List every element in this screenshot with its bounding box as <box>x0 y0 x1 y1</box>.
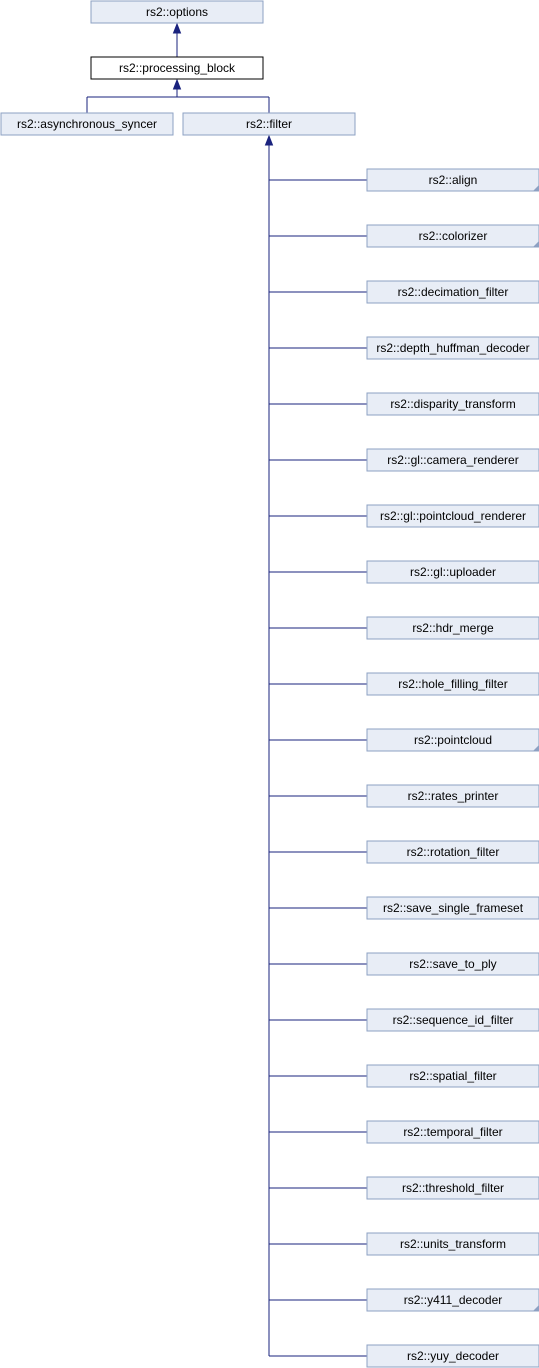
filter-child-node[interactable]: rs2::sequence_id_filter <box>366 1008 539 1032</box>
node-label: rs2::decimation_filter <box>398 285 509 299</box>
node-label: rs2::hdr_merge <box>412 621 494 635</box>
node-label: rs2::asynchronous_syncer <box>17 117 157 131</box>
node-label: rs2::align <box>429 173 478 187</box>
node-label: rs2::disparity_transform <box>390 397 515 411</box>
node-label: rs2::options <box>146 5 208 19</box>
node-label: rs2::pointcloud <box>414 733 492 747</box>
node-label: rs2::gl::uploader <box>410 565 496 579</box>
filter-child-node[interactable]: rs2::decimation_filter <box>366 280 539 304</box>
node-box <box>366 1344 539 1368</box>
node-label: rs2::rotation_filter <box>407 845 500 859</box>
node-label: rs2::sequence_id_filter <box>393 1013 514 1027</box>
node-box <box>366 224 539 248</box>
filter-child-node[interactable]: rs2::disparity_transform <box>366 392 539 416</box>
node-box <box>366 336 539 360</box>
node-box <box>366 1008 539 1032</box>
filter-child-node[interactable]: rs2::gl::uploader <box>366 560 539 584</box>
node-box <box>366 168 539 192</box>
inheritance-edges <box>86 22 367 1357</box>
filter-child-node[interactable]: rs2::threshold_filter <box>366 1176 539 1200</box>
node-rs2-processing-block: rs2::processing_block <box>90 56 264 80</box>
node-label: rs2::y411_decoder <box>404 1293 503 1307</box>
filter-child-node[interactable]: rs2::yuy_decoder <box>366 1344 539 1368</box>
filter-child-node[interactable]: rs2::gl::camera_renderer <box>366 448 539 472</box>
filter-child-node[interactable]: rs2::align <box>366 168 539 192</box>
node-box <box>366 448 539 472</box>
node-box <box>366 672 539 696</box>
arrowhead-options <box>172 22 182 34</box>
node-label: rs2::temporal_filter <box>403 1125 502 1139</box>
node-box <box>366 1120 539 1144</box>
node-box <box>366 280 539 304</box>
node-label: rs2::colorizer <box>419 229 488 243</box>
filter-child-node[interactable]: rs2::hole_filling_filter <box>366 672 539 696</box>
node-box <box>366 1288 539 1312</box>
filter-child-node[interactable]: rs2::temporal_filter <box>366 1120 539 1144</box>
filter-child-node[interactable]: rs2::depth_huffman_decoder <box>366 336 539 360</box>
node-label: rs2::units_transform <box>400 1237 506 1251</box>
node-box <box>366 560 539 584</box>
filter-child-node[interactable]: rs2::rotation_filter <box>366 840 539 864</box>
filter-child-node[interactable]: rs2::rates_printer <box>366 784 539 808</box>
node-label: rs2::spatial_filter <box>409 1069 496 1083</box>
arrowhead-processing-block <box>172 78 182 90</box>
filter-child-node[interactable]: rs2::colorizer <box>366 224 539 248</box>
arrowhead-filter <box>264 134 274 146</box>
filter-child-node[interactable]: rs2::gl::pointcloud_renderer <box>366 504 539 528</box>
more-subclasses-marker <box>533 241 539 247</box>
node-rs2-filter[interactable]: rs2::filter <box>182 112 356 136</box>
filter-child-node[interactable]: rs2::spatial_filter <box>366 1064 539 1088</box>
filter-child-node[interactable]: rs2::hdr_merge <box>366 616 539 640</box>
node-label: rs2::save_to_ply <box>409 957 496 971</box>
node-box <box>366 728 539 752</box>
node-label: rs2::hole_filling_filter <box>398 677 507 691</box>
filter-child-node[interactable]: rs2::y411_decoder <box>366 1288 539 1312</box>
node-box <box>366 504 539 528</box>
node-box <box>366 1064 539 1088</box>
filter-child-node[interactable]: rs2::save_single_frameset <box>366 896 539 920</box>
node-label: rs2::save_single_frameset <box>383 901 524 915</box>
node-box <box>366 1176 539 1200</box>
node-label: rs2::filter <box>246 117 292 131</box>
filter-child-node[interactable]: rs2::pointcloud <box>366 728 539 752</box>
node-rs2-asynchronous-syncer[interactable]: rs2::asynchronous_syncer <box>0 112 174 136</box>
more-subclasses-marker <box>533 1305 539 1311</box>
node-label: rs2::yuy_decoder <box>407 1349 499 1363</box>
node-box <box>366 616 539 640</box>
node-label: rs2::gl::pointcloud_renderer <box>380 509 526 523</box>
filter-child-node[interactable]: rs2::units_transform <box>366 1232 539 1256</box>
filter-children: rs2::alignrs2::colorizerrs2::decimation_… <box>366 168 539 1368</box>
node-box <box>366 784 539 808</box>
node-label: rs2::rates_printer <box>408 789 499 803</box>
more-subclasses-marker <box>533 745 539 751</box>
filter-child-node[interactable]: rs2::save_to_ply <box>366 952 539 976</box>
node-box <box>366 1232 539 1256</box>
node-label: rs2::processing_block <box>119 61 236 75</box>
node-box <box>366 840 539 864</box>
node-rs2-options[interactable]: rs2::options <box>90 0 264 24</box>
node-box <box>366 392 539 416</box>
node-label: rs2::gl::camera_renderer <box>387 453 518 467</box>
node-box <box>366 896 539 920</box>
node-box <box>366 952 539 976</box>
more-subclasses-marker <box>533 185 539 191</box>
node-label: rs2::depth_huffman_decoder <box>376 341 529 355</box>
node-label: rs2::threshold_filter <box>402 1181 504 1195</box>
